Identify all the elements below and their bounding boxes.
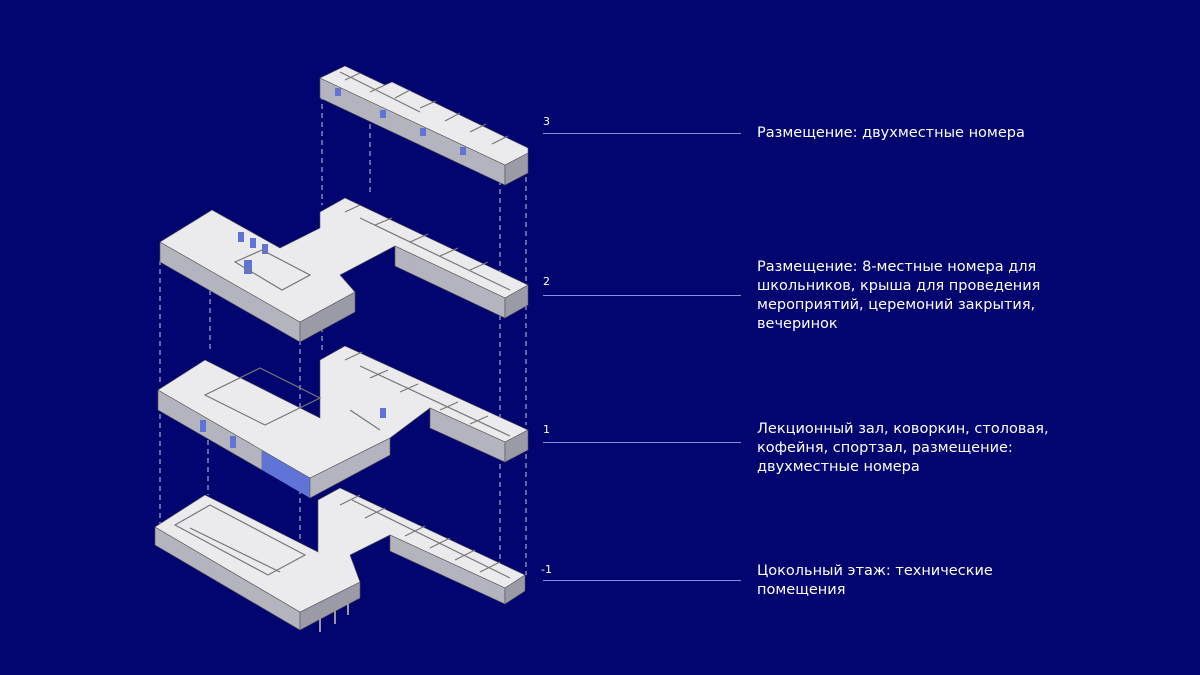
- floor-2-model: [159, 197, 529, 343]
- floor-number: 2: [543, 275, 550, 288]
- floor-number: 1: [543, 423, 550, 436]
- floor-3-model: [319, 65, 529, 186]
- leader-line: [543, 580, 741, 581]
- leader-line: [543, 442, 741, 443]
- floor-description: Цокольный этаж: технические помещения: [757, 563, 993, 598]
- floor-description: Размещение: двухместные номера: [757, 125, 1025, 141]
- floor-number: -1: [541, 563, 552, 576]
- projection-lines: [159, 95, 527, 620]
- floor-1-model: [157, 345, 529, 499]
- leader-line: [543, 295, 741, 296]
- floor-number: 3: [543, 115, 550, 128]
- floor-description: Размещение: 8-местные номера для школьни…: [757, 259, 1041, 332]
- leader-line: [543, 133, 741, 134]
- floor-description: Лекционный зал, коворкин, столовая, кофе…: [757, 421, 1049, 475]
- floor-basement-model: [154, 487, 526, 632]
